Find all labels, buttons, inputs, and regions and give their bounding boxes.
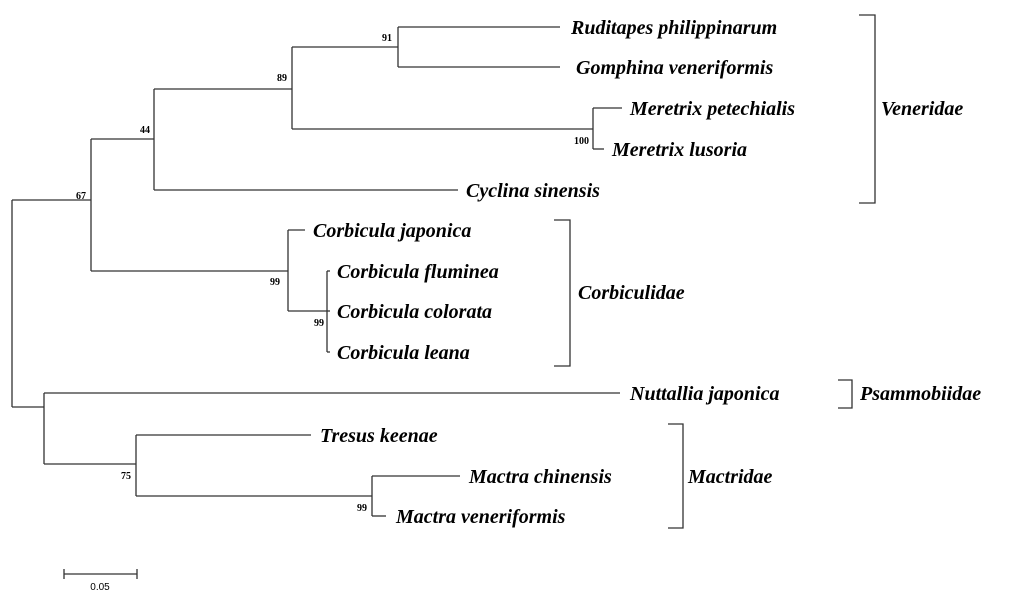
tree-branches xyxy=(11,26,622,517)
taxon-label: Corbicula fluminea xyxy=(337,261,499,283)
bootstrap-value: 99 xyxy=(270,277,280,288)
bootstrap-value: 91 xyxy=(382,33,392,44)
taxon-label: Mactra chinensis xyxy=(468,466,612,488)
taxon-labels: Ruditapes philippinarum Gomphina venerif… xyxy=(313,17,795,528)
family-label-corbiculidae: Corbiculidae xyxy=(578,282,685,304)
bracket-mactridae xyxy=(668,423,684,529)
scale-bar-label: 0.05 xyxy=(90,582,110,593)
taxon-label: Corbicula leana xyxy=(337,342,470,364)
scale-bar: 0.05 xyxy=(63,569,138,593)
bootstrap-value: 75 xyxy=(121,471,131,482)
taxon-label: Meretrix lusoria xyxy=(611,139,747,161)
bracket-veneridae xyxy=(859,14,876,204)
bracket-psammobiidae xyxy=(838,379,853,409)
taxon-label: Corbicula colorata xyxy=(337,301,492,323)
taxon-label: Cyclina sinensis xyxy=(466,180,600,202)
taxon-label: Meretrix petechialis xyxy=(629,98,795,120)
taxon-label: Nuttallia japonica xyxy=(629,383,779,405)
bootstrap-value: 100 xyxy=(574,136,589,147)
family-label-mactridae: Mactridae xyxy=(687,466,773,488)
taxon-label: Gomphina veneriformis xyxy=(576,57,773,79)
family-brackets xyxy=(554,14,876,529)
bootstrap-value: 67 xyxy=(76,191,86,202)
family-label-psammobiidae: Psammobiidae xyxy=(859,383,981,405)
bracket-corbiculidae xyxy=(554,219,571,367)
bootstrap-value: 89 xyxy=(277,73,287,84)
taxon-label: Tresus keenae xyxy=(320,425,438,447)
taxon-label: Mactra veneriformis xyxy=(395,506,566,528)
taxon-label: Corbicula japonica xyxy=(313,220,471,242)
bootstrap-value: 44 xyxy=(140,125,150,136)
family-label-veneridae: Veneridae xyxy=(881,98,963,120)
family-labels: Veneridae Corbiculidae Psammobiidae Mact… xyxy=(578,98,981,488)
bootstrap-values: 91 89 100 44 67 99 99 75 99 xyxy=(76,33,589,514)
taxon-label: Ruditapes philippinarum xyxy=(570,17,777,39)
bootstrap-value: 99 xyxy=(314,318,324,329)
scale-bar-line xyxy=(63,569,138,579)
bootstrap-value: 99 xyxy=(357,503,367,514)
